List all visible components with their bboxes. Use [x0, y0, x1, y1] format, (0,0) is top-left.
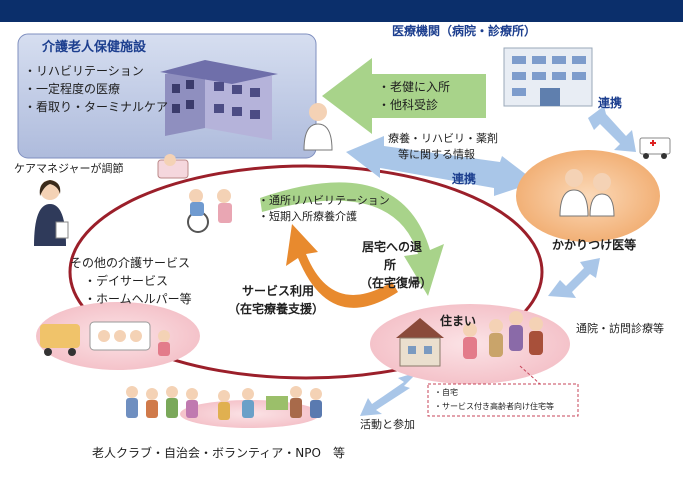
facility-service-1: ・リハビリテーション [24, 64, 144, 78]
house-icon [396, 318, 444, 367]
day-service-icon [40, 321, 170, 356]
home-type-1: ・自宅 [434, 388, 458, 397]
header-bar [0, 0, 683, 22]
family-people-icon [463, 311, 543, 359]
care-manager-icon [34, 180, 69, 246]
community-people-icon [126, 386, 322, 428]
arrow-to-community [360, 372, 418, 416]
family-doctors-icon [559, 169, 615, 217]
return-home-line-3: （在宅復帰） [360, 276, 433, 290]
arrow-info-exchange [346, 136, 536, 196]
service-use-line-1: サービス利用 [242, 284, 315, 298]
renkei-center-label: 連携 [452, 172, 477, 186]
doctor-icon [303, 103, 333, 151]
other-services-title: その他の介護サービス [70, 256, 191, 270]
community-label: 老人クラブ・自治会・ボランティア・NPO 等 [92, 446, 345, 460]
home-callout-box [427, 383, 579, 417]
facility-service-2: ・一定程度の医療 [24, 82, 121, 96]
care-manager-label: ケアマネジャーが調節 [14, 162, 124, 175]
ambulance-icon [639, 137, 671, 159]
arrow-doctor-home [548, 258, 600, 298]
info-line-2: 等に関する情報 [398, 148, 475, 161]
family-doctor-circle [516, 150, 660, 242]
facility-title: 介護老人保健施設 [42, 40, 147, 55]
to-facility-line-2: ・他科受診 [378, 98, 439, 112]
bed-patient-icon [157, 154, 189, 179]
info-line-1: 療養・リハビリ・薬剤 [388, 132, 498, 145]
medical-institution-label: 医療機関（病院・診療所） [392, 24, 537, 38]
arrow-return-home [260, 182, 444, 296]
facility-building-icon [160, 60, 278, 140]
renkei-top-label: 連携 [598, 96, 623, 110]
hospital-building-icon [503, 47, 593, 107]
facility-service-3: ・看取り・ターミナルケア [24, 100, 169, 114]
activity-label: 活動と参加 [360, 418, 415, 431]
return-home-line-1: 居宅への退 [362, 240, 423, 254]
visit-label: 通院・訪問診療等 [576, 322, 664, 335]
arrow-to-facility [322, 58, 486, 134]
facility-service-day-rehab: ・通所リハビリテーション [258, 194, 390, 207]
other-service-2: ・ホームヘルパー等 [84, 292, 192, 306]
facility-service-short-stay: ・短期入所療養介護 [258, 210, 357, 223]
home-type-2: ・サービス付き高齢者向け住宅等 [434, 402, 554, 411]
arrow-hospital-doctor [588, 106, 636, 152]
return-home-line-2: 所 [384, 258, 397, 272]
arrow-service-use [286, 224, 398, 308]
to-facility-line-1: ・老健に入所 [378, 80, 451, 94]
wheelchair-icon [187, 189, 232, 233]
home-label: 住まい [440, 314, 477, 328]
other-service-1: ・デイサービス [84, 274, 169, 288]
home-callout-leader [519, 365, 541, 385]
care-cycle-ellipse [68, 164, 544, 380]
service-use-line-2: （在宅療養支援） [228, 302, 325, 316]
family-doctor-label: かかりつけ医等 [552, 238, 637, 252]
